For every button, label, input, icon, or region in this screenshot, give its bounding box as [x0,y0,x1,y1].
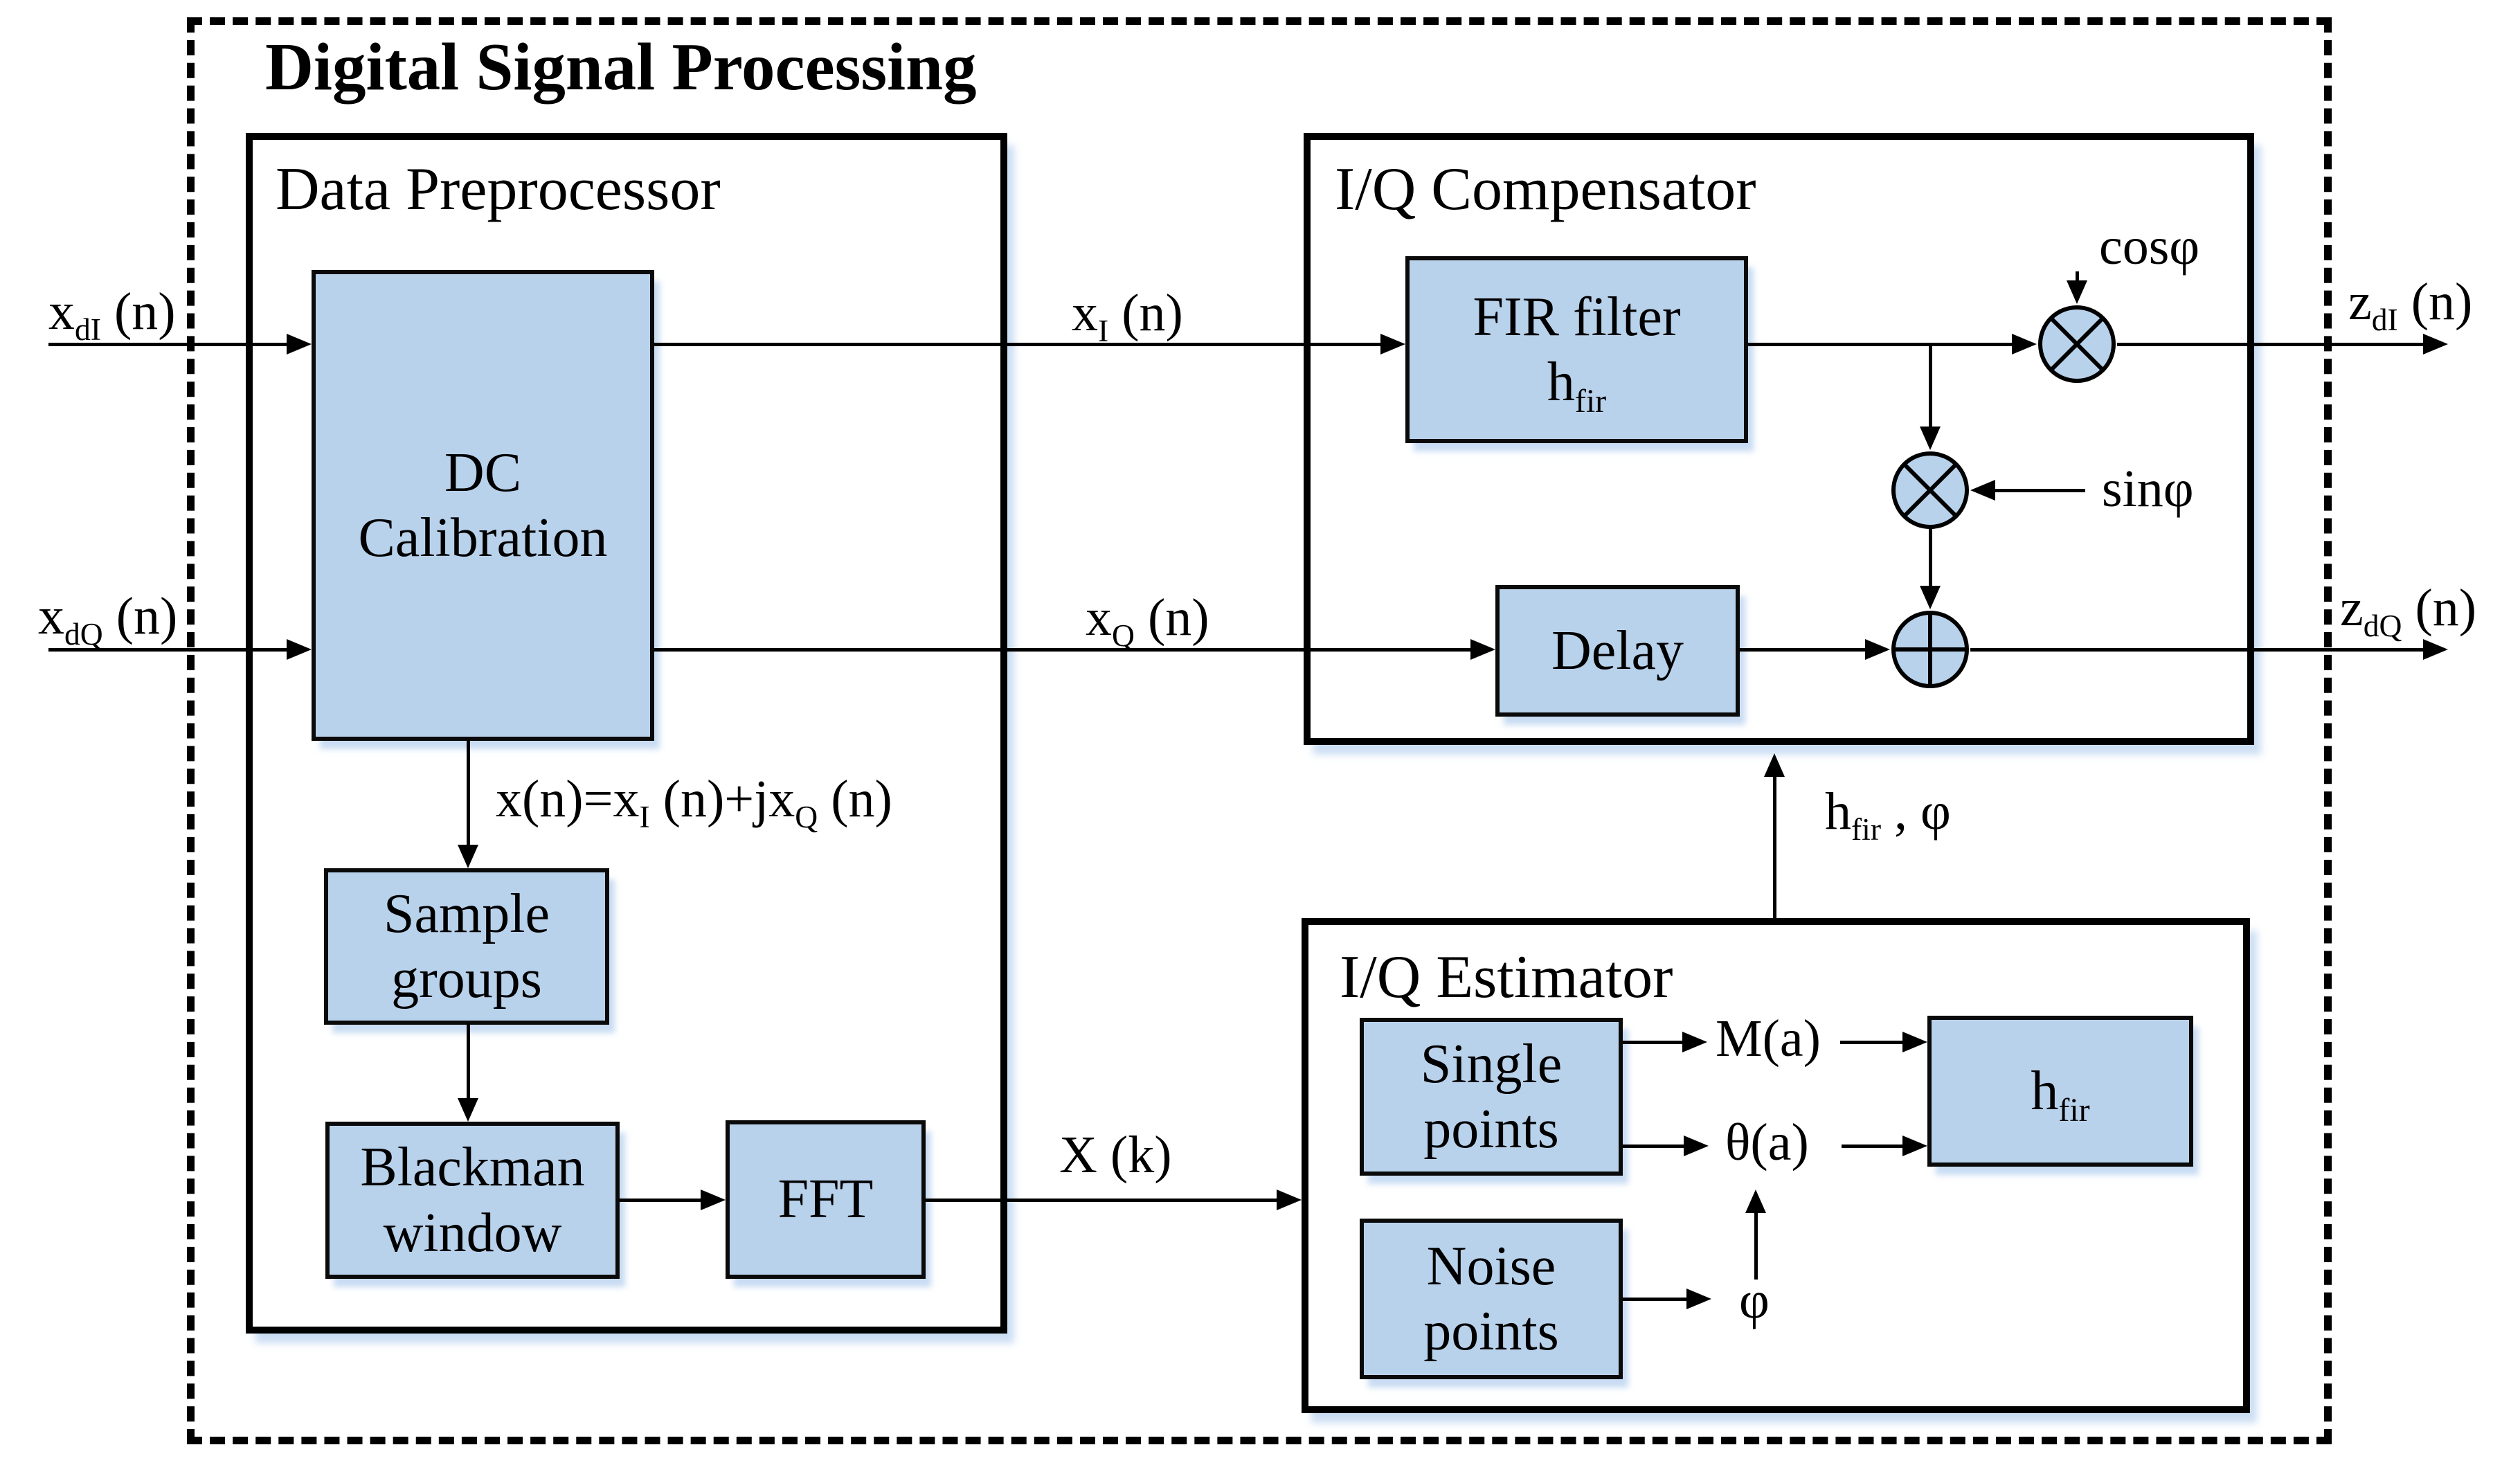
arrowhead-icon [1470,639,1495,660]
connector-line [2076,271,2079,285]
arrowhead-icon [287,639,312,660]
blackman-window-block: Blackman window [325,1122,620,1279]
connector-line [654,648,1475,652]
single-points-text-line1: Single [1420,1033,1563,1095]
arrowhead-icon [1745,1190,1766,1213]
arrowhead-icon [2067,280,2087,304]
arrowhead-icon [1277,1190,1302,1210]
multiplier-sin-icon [1891,451,1969,529]
fft-block: FFT [726,1120,926,1279]
noise-points-block: Noise points [1360,1219,1623,1379]
data-preprocessor-label: Data Preprocessor [276,156,721,223]
iq-estimator-label: I/Q Estimator [1340,944,1673,1011]
single-points-text-line2: points [1423,1099,1559,1160]
diagram-title: Digital Signal Processing [265,30,977,104]
arrowhead-icon [1686,1289,1711,1309]
arrowhead-icon [1682,1032,1707,1052]
arrowhead-icon [1920,427,1941,450]
dc-calibration-text-line1: DC [444,442,522,503]
connector-line [1929,344,1932,429]
signal-label-zi: zdI (n) [2348,273,2473,338]
connector-line [1840,1041,1905,1044]
sample-groups-text-line2: groups [391,949,542,1009]
signal-label-sin-phi: sinφ [2102,460,2194,518]
hfir-coefficients-text: hfir [2031,1060,2090,1129]
connector-line [1740,648,1866,652]
adder-icon [1891,611,1969,688]
connector-line [1754,1212,1758,1280]
blackman-window-text-line1: Blackman [360,1137,585,1199]
signal-label-xi: xI (n) [1072,284,1183,349]
arrowhead-icon [1684,1136,1709,1156]
signal-label-xk: X (k) [1059,1126,1172,1184]
connector-line [1623,1041,1685,1044]
blackman-window-text-line2: window [383,1202,562,1264]
signal-label-ma: M(a) [1716,1009,1821,1068]
single-points-block: Single points [1360,1018,1623,1176]
arrowhead-icon [1764,753,1785,777]
noise-points-text-line2: points [1423,1301,1559,1362]
arrowhead-icon [1902,1032,1927,1052]
connector-line [2117,343,2425,346]
arrowhead-icon [1865,639,1890,660]
fir-filter-text-line1: FIR filter [1473,286,1681,348]
connector-line [654,343,1385,346]
fir-filter-text-line2: hfir [1547,352,1607,420]
connector-line [467,1023,470,1100]
dsp-outer-frame [187,17,2332,1444]
multiplier-cos-icon [2038,305,2116,383]
dc-calibration-block: DC Calibration [312,270,654,741]
delay-block: Delay [1495,585,1740,717]
iq-compensator-label: I/Q Compensator [1335,156,1756,223]
connector-line [1623,1298,1689,1301]
connector-line [926,1199,1279,1202]
connector-line [1970,648,2425,652]
arrowhead-icon [458,1098,478,1122]
noise-points-text-line1: Noise [1426,1235,1556,1297]
signal-label-phi: φ [1739,1271,1770,1329]
connector-line [1842,1145,1905,1148]
arrowhead-icon [1970,480,1995,501]
arrowhead-icon [458,845,478,868]
connector-line [467,739,470,847]
arrowhead-icon [1380,334,1405,354]
hfir-coefficients-block: hfir [1927,1016,2193,1167]
dc-calibration-text-line2: Calibration [358,508,608,568]
signal-label-hfir-phi: hfir , φ [1825,782,1951,847]
signal-label-input-q: xdQ (n) [38,587,178,652]
arrowhead-icon [2012,334,2037,354]
connector-line [1929,529,1932,588]
connector-line [1773,775,1776,918]
signal-label-zq: zdQ (n) [2340,579,2477,644]
delay-text: Delay [1551,620,1684,681]
connector-line [1748,343,2015,346]
signal-label-input-i: xdI (n) [48,282,176,348]
signal-label-cos-phi: cosφ [2099,217,2200,276]
connector-line [48,343,291,346]
signal-label-x-complex: x(n)=xI (n)+jxQ (n) [496,770,892,835]
connector-line [1623,1145,1686,1148]
connector-line [48,648,291,652]
arrowhead-icon [1920,586,1941,609]
signal-label-xq: xQ (n) [1086,589,1209,654]
signal-label-theta-a: θ(a) [1725,1113,1809,1172]
sample-groups-text-line1: Sample [384,883,550,944]
connector-line [620,1199,703,1202]
arrowhead-icon [2423,639,2448,660]
arrowhead-icon [2423,334,2448,354]
arrowhead-icon [1902,1136,1927,1156]
sample-groups-block: Sample groups [324,868,609,1025]
fir-filter-block: FIR filter hfir [1405,256,1748,443]
connector-line [1994,489,2085,492]
arrowhead-icon [287,334,312,354]
arrowhead-icon [701,1190,726,1210]
fft-text: FFT [777,1169,874,1230]
